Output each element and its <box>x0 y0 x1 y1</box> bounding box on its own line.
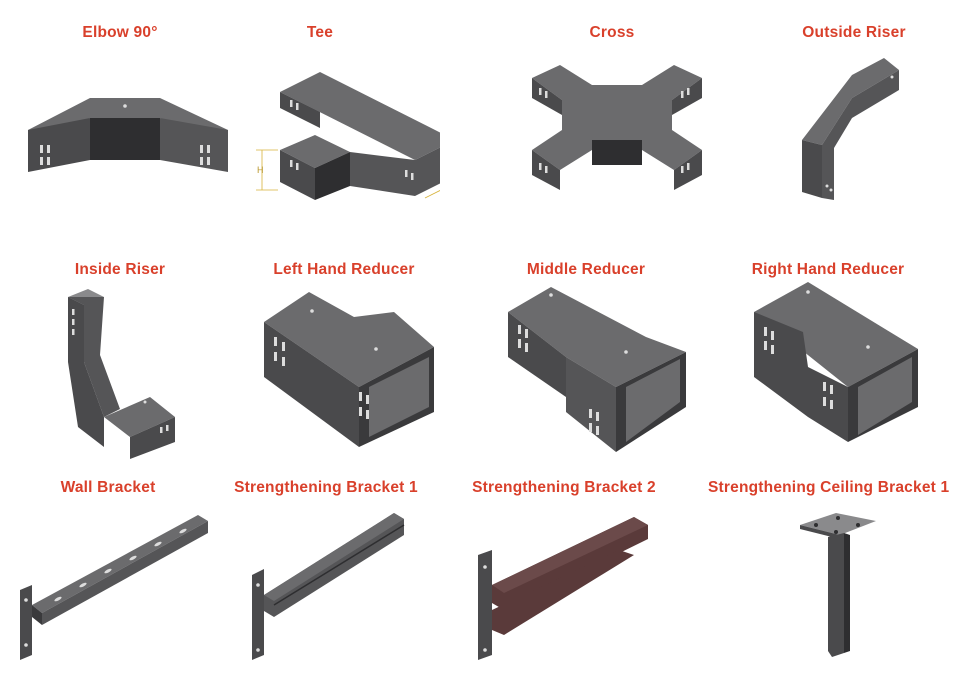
item-label: Cross <box>589 24 635 41</box>
item-label: Strengthening Bracket 1 <box>234 479 418 496</box>
item-wall-bracket: Wall Bracket <box>0 455 228 685</box>
strengthening-bracket-1-icon <box>252 513 405 660</box>
item-strengthening-bracket-1: Strengthening Bracket 1 <box>206 455 446 685</box>
left-hand-reducer-icon <box>264 292 434 447</box>
item-label: Elbow 90° <box>82 24 158 41</box>
item-label: Left Hand Reducer <box>273 261 415 278</box>
strengthening-ceiling-bracket-1-icon <box>800 513 876 657</box>
item-cross: Cross <box>492 0 732 230</box>
elbow-90-icon <box>28 98 228 172</box>
item-label: Tee <box>306 24 334 41</box>
item-label: Wall Bracket <box>60 479 156 496</box>
middle-reducer-icon <box>508 287 686 452</box>
item-label: Outside Riser <box>802 24 906 41</box>
item-outside-riser: Outside Riser <box>734 0 960 230</box>
right-hand-reducer-icon <box>754 282 918 442</box>
item-inside-riser: Inside Riser <box>0 237 240 467</box>
inside-riser-icon <box>68 289 175 459</box>
item-middle-reducer: Middle Reducer <box>466 237 706 467</box>
item-strengthening-bracket-2: Strengthening Bracket 2 <box>444 455 684 685</box>
tee-icon: H W <box>256 72 440 200</box>
item-label: Strengthening Ceiling Bracket 1 <box>708 479 950 496</box>
item-label: Inside Riser <box>74 261 166 278</box>
height-dimension-label: H <box>257 165 264 175</box>
item-tee: Tee H W <box>200 0 440 230</box>
wall-bracket-icon <box>20 515 208 660</box>
item-right-hand-reducer: Right Hand Reducer <box>708 237 948 467</box>
item-label: Right Hand Reducer <box>751 261 905 278</box>
item-left-hand-reducer: Left Hand Reducer <box>224 237 464 467</box>
item-elbow-90: Elbow 90° <box>0 0 240 230</box>
cross-icon <box>532 65 702 190</box>
item-label: Strengthening Bracket 2 <box>472 479 656 496</box>
item-label: Middle Reducer <box>526 261 646 278</box>
strengthening-bracket-2-icon <box>478 517 648 660</box>
item-strengthening-ceiling-bracket-1: Strengthening Ceiling Bracket 1 <box>708 455 950 685</box>
outside-riser-icon <box>802 58 899 200</box>
